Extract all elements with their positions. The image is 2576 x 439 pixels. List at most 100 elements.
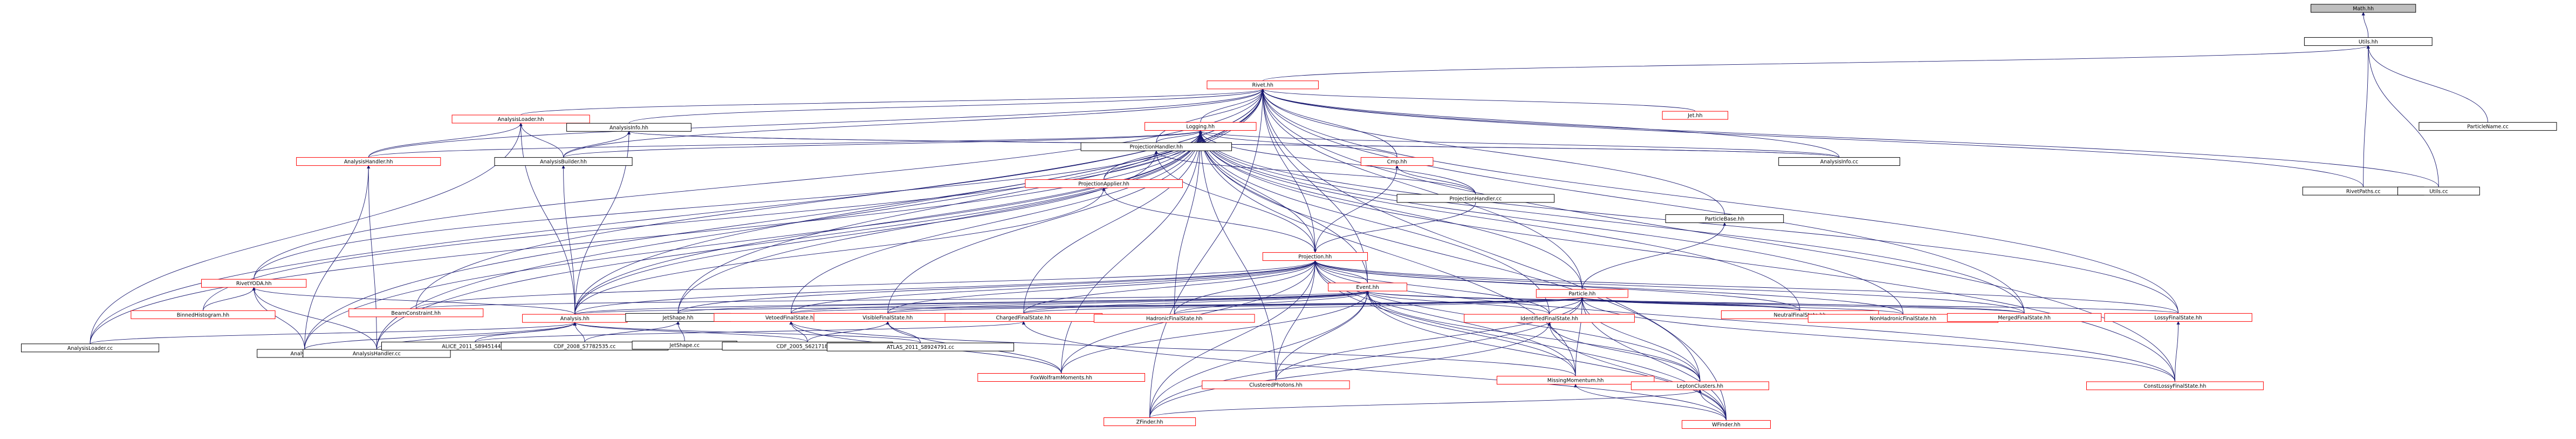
node-box — [1360, 157, 1434, 166]
node-box — [1328, 282, 1407, 292]
edge-analysisbuilder_hh-to-logging_hh — [563, 130, 1202, 158]
node-box — [131, 310, 276, 319]
edge-analysisloader_hh-to-rivet_hh — [520, 89, 1264, 116]
node-analysisinfo-hh[interactable]: AnalysisInfo.hh — [566, 123, 691, 132]
edge-rivetpaths_cc-to-utils_hh — [2363, 45, 2370, 187]
node-label: NonHadronicFinalState.hh — [1870, 316, 1936, 322]
edge-alice_cc-to-chargedfinalstate_hh — [475, 321, 1025, 342]
node-logging-hh[interactable]: Logging.hh — [1145, 122, 1257, 131]
edge-constlossy_hh-to-logging_hh — [1198, 130, 2175, 382]
node-foxwolfram-hh[interactable]: FoxWolframMoments.hh — [977, 373, 1146, 382]
node-box — [1536, 289, 1628, 298]
edge-jetshape_hh-to-projection_hh — [677, 260, 1317, 314]
node-rivetyoda-hh[interactable]: RivetYODA.hh — [201, 279, 307, 288]
node-box — [2304, 37, 2433, 46]
edge-analysishandler_hh-to-logging_hh — [368, 130, 1202, 158]
node-label: LossyFinalState.hh — [2154, 315, 2202, 321]
edge-vetoedfinalstate_hh-to-event_hh — [791, 291, 1369, 314]
node-wfinder-hh[interactable]: WFinder.hh — [1682, 420, 1771, 429]
edge-projectionhandler_cc-to-cmp_hh — [1395, 165, 1476, 195]
node-utils-cc[interactable]: Utils.cc — [2397, 186, 2480, 195]
node-math-hh[interactable]: Math.hh — [2311, 4, 2416, 13]
node-analysisloader-cc[interactable]: AnalysisLoader.cc — [21, 343, 160, 353]
node-analysishandler-cc[interactable]: AnalysisHandler.cc — [303, 349, 451, 358]
edge-beamconstraint_hh-to-rivet_hh — [415, 89, 1265, 309]
edge-particle_hh-to-rivet_hh — [1261, 89, 1582, 289]
node-analysisloader-hh[interactable]: AnalysisLoader.hh — [451, 114, 590, 124]
node-missingmomentum-hh[interactable]: MissingMomentum.hh — [1496, 376, 1655, 385]
edge-analysishandler_cc-to-rivet_hh — [376, 89, 1265, 350]
node-jet-hh[interactable]: Jet.hh — [1662, 111, 1729, 120]
node-projectionhandler-cc[interactable]: ProjectionHandler.cc — [1396, 194, 1555, 203]
node-hadronicfinalstate-hh[interactable]: HadronicFinalState.hh — [1093, 314, 1255, 323]
edge-utils_hh-to-math_hh — [2361, 12, 2369, 38]
node-beamconstraint-hh[interactable]: BeamConstraint.hh — [348, 308, 484, 318]
edge-analysis_hh-to-rivetyoda_hh — [252, 287, 576, 315]
node-label: AnalysisLoader.cc — [67, 346, 113, 352]
node-label: JetShape.cc — [669, 343, 700, 349]
node-utils-hh[interactable]: Utils.hh — [2304, 37, 2433, 46]
node-label: ProjectionApplier.hh — [1078, 181, 1129, 187]
node-zfinder-hh[interactable]: ZFinder.hh — [1104, 417, 1196, 426]
node-label: CDF_2008_S7782535.cc — [554, 343, 616, 349]
node-analysisinfo-cc[interactable]: AnalysisInfo.cc — [1778, 157, 1900, 166]
edge-missingmomentum_hh-to-event_hh — [1366, 291, 1576, 376]
node-box — [1662, 111, 1729, 120]
node-box — [1464, 314, 1635, 323]
node-label: Particle.hh — [1568, 291, 1595, 297]
node-leptonclusters-hh[interactable]: LeptonClusters.hh — [1630, 381, 1769, 390]
node-label: Cmp.hh — [1387, 159, 1407, 165]
node-visiblefinalstate-hh[interactable]: VisibleFinalState.hh — [813, 313, 962, 322]
node-mergedfinalstate-hh[interactable]: MergedFinalState.hh — [1947, 313, 2102, 322]
edge-cdf2008_cc-to-jetshape_hh — [584, 321, 680, 342]
node-box — [1093, 314, 1255, 323]
node-projection-hh[interactable]: Projection.hh — [1262, 252, 1368, 261]
node-box — [1145, 122, 1257, 131]
edge-constlossy_hh-to-rivet_hh — [1261, 89, 2175, 382]
node-lossyfinalstate-hh[interactable]: LossyFinalState.hh — [2104, 313, 2252, 322]
edge-analysis_cc-to-rivetyoda_hh — [252, 287, 305, 350]
node-binnedhistogram-hh[interactable]: BinnedHistogram.hh — [131, 310, 276, 319]
edge-logging_hh-to-rivet_hh — [1200, 89, 1265, 123]
edge-analysishandler_hh-to-analysisloader_hh — [368, 123, 523, 158]
edge-analysis_cc-to-analysishandler_hh — [304, 165, 371, 350]
edge-chargedfinalstate_hh-to-projection_hh — [1023, 260, 1317, 314]
edge-analysishandler_cc-to-logging_hh — [376, 130, 1202, 350]
edge-vetoedfinalstate_hh-to-particle_hh — [791, 297, 1584, 314]
node-rivet-hh[interactable]: Rivet.hh — [1207, 80, 1319, 90]
edge-lossyfinalstate_hh-to-particle_hh — [1580, 297, 2179, 314]
node-event-hh[interactable]: Event.hh — [1328, 282, 1407, 292]
node-label: RivetYODA.hh — [236, 281, 272, 287]
node-box — [296, 157, 441, 166]
node-box — [1202, 380, 1350, 389]
node-identifiedfinalstate-hh[interactable]: IdentifiedFinalState.hh — [1464, 314, 1635, 323]
node-label: Logging.hh — [1186, 124, 1215, 130]
node-projectionapplier-hh[interactable]: ProjectionApplier.hh — [1025, 179, 1183, 188]
node-box — [1080, 142, 1232, 151]
node-particlename-cc[interactable]: ParticleName.cc — [2419, 122, 2557, 131]
node-constlossy-hh[interactable]: ConstLossyFinalState.hh — [2086, 381, 2264, 390]
node-particlebase-hh[interactable]: ParticleBase.hh — [1665, 214, 1784, 223]
node-atlas-cc[interactable]: ATLAS_2011_S8924791.cc — [826, 342, 1015, 352]
edge-analysis_hh-to-analysisbuilder_hh — [561, 165, 576, 315]
node-jetshape-cc[interactable]: JetShape.cc — [632, 341, 737, 350]
node-label: CDF_2005_S6217184.cc — [777, 343, 839, 349]
edge-hadronicfinalstate_hh-to-particle_hh — [1174, 297, 1584, 315]
node-cmp-hh[interactable]: Cmp.hh — [1360, 157, 1434, 166]
edge-chargedfinalstate_hh-to-particle_hh — [1023, 297, 1584, 314]
node-label: ParticleBase.hh — [1705, 217, 1744, 222]
node-label: NeutralFinalState.hh — [1774, 312, 1826, 318]
node-projectionhandler-hh[interactable]: ProjectionHandler.hh — [1080, 142, 1232, 151]
edge-wfinder_hh-to-leptonclusters_hh — [1698, 389, 1727, 421]
node-clusteredphotons-hh[interactable]: ClusteredPhotons.hh — [1202, 380, 1350, 389]
edge-analysisbuilder_hh-to-analysisloader_hh — [519, 123, 564, 158]
node-analysisbuilder-hh[interactable]: AnalysisBuilder.hh — [494, 157, 633, 166]
node-label: ParticleName.cc — [2467, 124, 2509, 130]
edge-nonhadronicfinalstate_hh-to-projection_hh — [1313, 260, 1903, 315]
node-analysis-hh[interactable]: Analysis.hh — [522, 314, 628, 323]
node-analysishandler-hh[interactable]: AnalysisHandler.hh — [296, 157, 441, 166]
edge-utils_cc-to-rivet_hh — [1261, 89, 2439, 187]
node-particle-hh[interactable]: Particle.hh — [1536, 289, 1628, 298]
node-chargedfinalstate-hh[interactable]: ChargedFinalState.hh — [944, 313, 1103, 322]
edge-projectionhandler_hh-to-rivet_hh — [1156, 89, 1265, 143]
